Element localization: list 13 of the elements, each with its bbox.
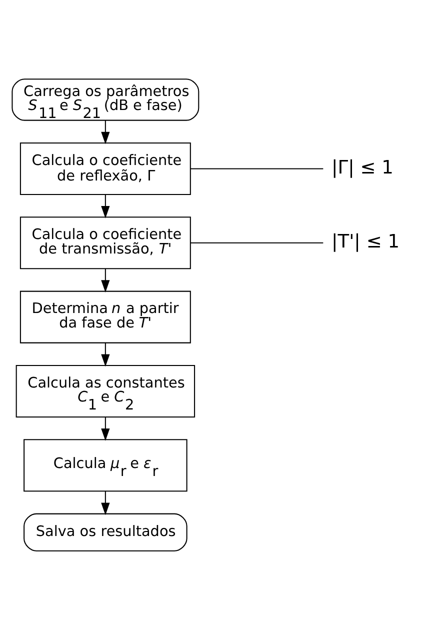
node-box: Calcula o coeficiente de transmissão, T' bbox=[20, 216, 191, 270]
arrow bbox=[101, 268, 110, 292]
node-text: |Γ| ≤ 1 bbox=[332, 157, 394, 178]
arrow bbox=[101, 417, 110, 441]
arrow bbox=[101, 342, 110, 367]
connector bbox=[190, 242, 324, 244]
node-box: Calcula o coeficiente de reflexão, Γ bbox=[20, 142, 191, 195]
arrow bbox=[101, 194, 110, 218]
connector bbox=[190, 168, 324, 170]
arrow bbox=[101, 491, 110, 516]
arrow bbox=[101, 120, 110, 144]
node-box: Salva os resultados bbox=[24, 513, 188, 552]
node-text: |T'| ≤ 1 bbox=[332, 231, 400, 252]
